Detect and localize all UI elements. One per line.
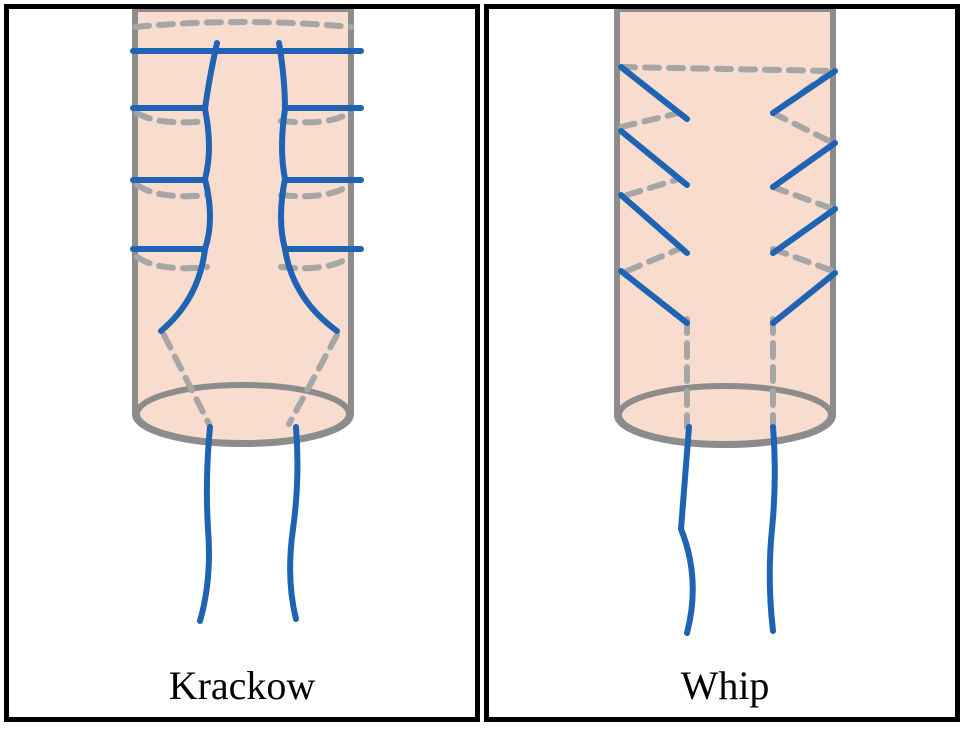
tendon-cut-end — [134, 382, 352, 446]
tendon-body — [132, 9, 354, 447]
tendon-body — [614, 9, 836, 448]
whip-panel: Whip — [484, 4, 960, 722]
visible-suture-passes — [618, 64, 838, 636]
whip-caption: Whip — [681, 663, 770, 708]
whip-diagram: Whip — [614, 9, 838, 708]
krackow-panel: Krackow — [4, 4, 480, 722]
tendon-cut-end — [616, 383, 834, 447]
visible-suture-passes — [130, 40, 364, 624]
krackow-diagram: Krackow — [130, 9, 364, 708]
krackow-caption: Krackow — [169, 663, 316, 708]
